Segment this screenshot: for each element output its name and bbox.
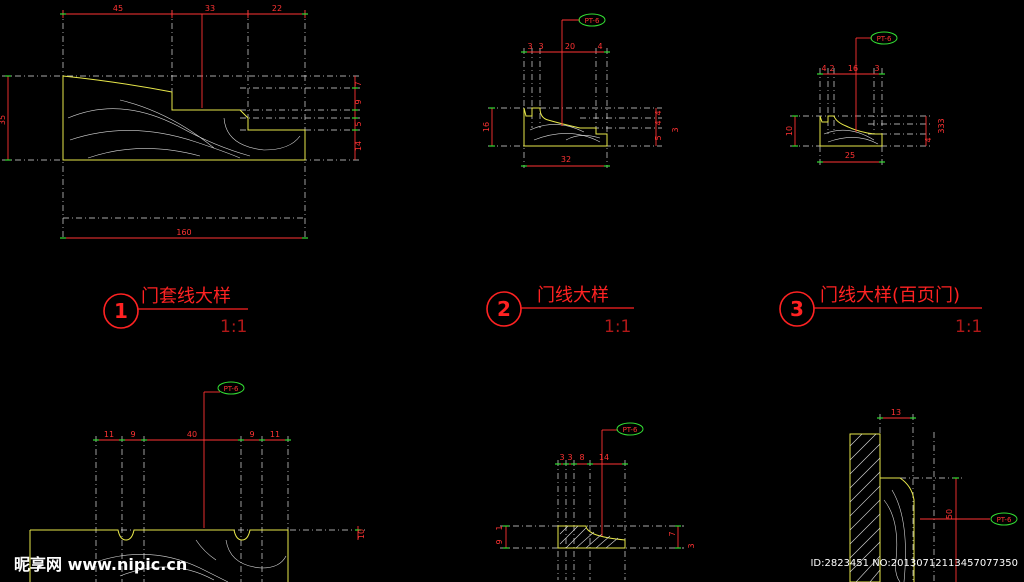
watermark: 昵享网 www.nipic.cn ID:2823451 NO:201307121… [14,555,1018,574]
d4-top-dim-1: 11 [104,430,114,439]
d4-tag-outline [217,381,245,395]
d6-top-dim: 13 [891,408,901,417]
d6-hatch [849,433,881,582]
d4-top-dim-5: 11 [270,430,280,439]
d5-top-dim-2: 3 [567,453,572,462]
detail-1-scale: 1:1 [220,317,247,337]
d4-top-dim-2: 9 [130,430,135,439]
d5-right-dim-2: 3 [687,543,696,548]
detail-4-drawing: PT-6 11 9 40 9 11 10 [29,381,366,582]
watermark-id: ID:2823451 NO:20130712113457077350 [810,558,1018,569]
detail-2-number: 2 [497,297,511,321]
d5-top-dim-3: 8 [579,453,584,462]
detail-1-drawing: 45 33 22 160 35 7 9 5 14 [0,4,363,239]
d5-material-tag: PT-6 [623,426,638,434]
detail-2-title-block: 2 门线大样 1:1 [486,285,634,337]
detail-3-drawing: PT-6 4 2 16 3 25 10 4 333 [785,31,946,166]
detail-3-title: 门线大样(百页门) [820,285,960,306]
d3-material-tag: PT-6 [877,35,892,43]
d2-right-dim-1: 4 [654,110,663,115]
d5-left-dim-2: 1 [495,525,504,530]
d5-tag-outline [616,422,644,436]
d2-top-dim-3: 20 [565,42,575,51]
d2-right-total: 3 [671,127,680,132]
detail-3-number-circle [779,291,815,327]
d2-right-dim-2: 4 [654,120,663,125]
detail-2-drawing: PT-6 3 3 20 4 32 16 4 4 5 3 [482,13,680,168]
d2-tag-outline [578,13,606,27]
d3-left-dim: 10 [785,126,794,136]
d2-left-dim: 16 [482,122,491,132]
d1-right-dim-2: 9 [354,99,363,104]
d4-top-dim-4: 9 [249,430,254,439]
detail-1-title-block: 1 门套线大样 1:1 [103,286,248,337]
detail-2-title: 门线大样 [537,285,609,306]
detail-5-drawing: PT-6 3 3 8 14 9 1 7 3 [495,422,696,580]
detail-1-number-circle [103,293,139,329]
d1-top-dim-1: 45 [113,4,123,13]
d2-top-dim-1: 3 [527,42,532,51]
d5-top-dim-1: 3 [559,453,564,462]
d1-top-dim-3: 22 [272,4,282,13]
d2-top-dim-2: 3 [538,42,543,51]
d6-jamb [849,433,881,582]
d2-bottom-dim: 32 [561,155,571,164]
d5-top-dim-4: 14 [599,453,609,462]
d3-top-dim-3: 16 [848,64,858,73]
d3-bottom-dim: 25 [845,151,855,160]
d2-top-dim-4: 4 [597,42,602,51]
d1-right-dim-3: 5 [354,121,363,126]
d3-top-dim-2: 2 [829,64,834,73]
d3-top-dim-1: 4 [821,64,826,73]
detail-1-number: 1 [114,299,128,323]
d4-top-dim-3: 40 [187,430,197,439]
d4-material-tag: PT-6 [224,385,239,393]
d6-right-dim: 50 [945,509,954,519]
d4-right-dim: 10 [357,529,366,539]
d6-tag-outline [990,512,1018,526]
d1-bottom-dim: 160 [176,228,191,237]
d1-left-dim: 35 [0,115,7,125]
d1-right-dim-4: 14 [354,141,363,151]
d5-right-dim-1: 7 [668,531,677,536]
detail-3-scale: 1:1 [955,317,982,337]
d3-right-dim: 4 [924,137,933,142]
d6-material-tag: PT-6 [997,516,1012,524]
d5-hatch [559,525,619,549]
d2-right-dim-3: 5 [654,135,663,140]
d1-right-dim-1: 7 [354,81,363,86]
d3-tag-outline [870,31,898,45]
detail-2-number-circle [486,291,522,327]
detail-1-title: 门套线大样 [141,286,231,307]
d1-top-dim-2: 33 [205,4,215,13]
detail-2-scale: 1:1 [604,317,631,337]
d5-left-dim-1: 9 [495,539,504,544]
d2-material-tag: PT-6 [585,17,600,25]
d3-top-dim-4: 3 [874,64,879,73]
detail-6-drawing: PT-6 13 50 [849,408,1018,582]
watermark-brand: 昵享网 www.nipic.cn [14,555,187,574]
detail-3-title-block: 3 门线大样(百页门) 1:1 [779,285,982,337]
d3-right-side: 333 [937,118,946,133]
detail-3-number: 3 [790,297,804,321]
